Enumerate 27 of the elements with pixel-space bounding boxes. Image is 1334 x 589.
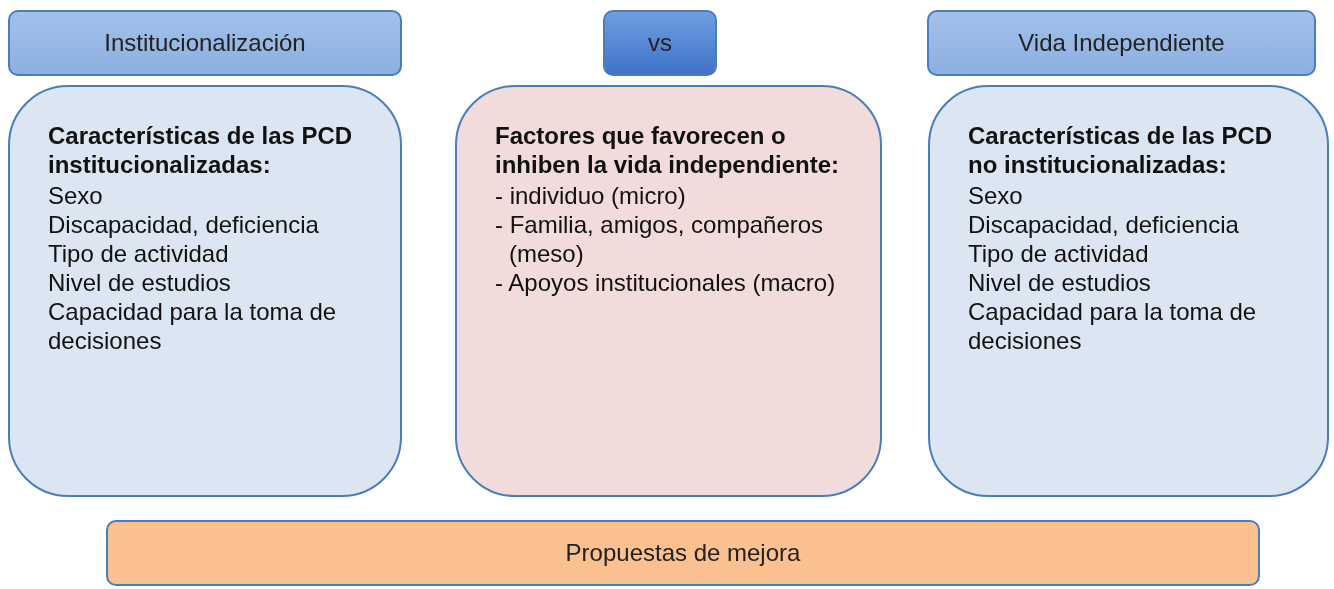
item-text: Capacidad para la toma de decisiones bbox=[968, 297, 1258, 355]
item-text: Sexo bbox=[48, 181, 104, 210]
panel-heading: Factores que favorecen o inhiben la vida independiente: bbox=[495, 121, 841, 179]
list-item: - Apoyos institucionales (macro) bbox=[495, 268, 837, 297]
item-text: Discapacidad, deficiencia bbox=[48, 210, 320, 239]
item-text: Tipo de actividad bbox=[968, 239, 1150, 268]
item-text: Sexo bbox=[968, 181, 1024, 210]
header-box bbox=[8, 10, 402, 76]
item-text: Discapacidad, deficiencia bbox=[968, 210, 1240, 239]
item-text: Nivel de estudios bbox=[968, 268, 1152, 297]
header-text: Propuestas de mejora bbox=[565, 539, 801, 567]
header-box bbox=[927, 10, 1316, 76]
rounded-panel bbox=[8, 85, 402, 497]
header-text: Vida Independiente bbox=[1018, 29, 1225, 57]
item-text: Nivel de estudios bbox=[48, 268, 232, 297]
header-box bbox=[603, 10, 717, 76]
header-text: vs bbox=[648, 29, 672, 57]
rounded-panel bbox=[455, 85, 882, 497]
item-text: Tipo de actividad bbox=[48, 239, 230, 268]
header-box bbox=[106, 520, 1260, 586]
header-text: Institucionalización bbox=[104, 29, 306, 57]
list-item: - individuo (micro) bbox=[495, 181, 687, 210]
list-item: - Familia, amigos, compañeros (meso) bbox=[495, 210, 825, 268]
panel-heading: Características de las PCD institucionalizadas: bbox=[48, 121, 354, 179]
panel-heading: Características de las PCD no institucionalizadas: bbox=[968, 121, 1274, 179]
rounded-panel bbox=[928, 85, 1329, 497]
item-text: Capacidad para la toma de decisiones bbox=[48, 297, 338, 355]
